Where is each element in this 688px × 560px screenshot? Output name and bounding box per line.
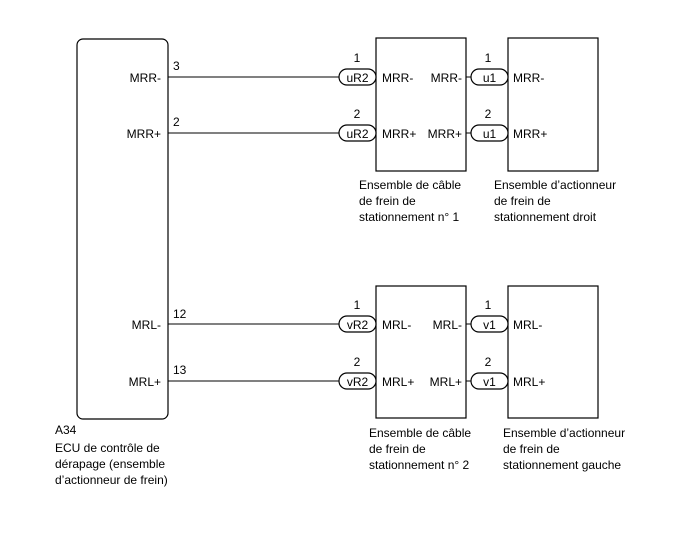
ecu-pin-number-13: 13 xyxy=(173,363,187,377)
ecu-pin-label-mrl-minus: MRL- xyxy=(132,318,161,332)
ecu-pin-label-mrr-minus: MRR- xyxy=(130,71,161,85)
ecu-box xyxy=(76,38,169,420)
cable-right-left-label-2: MRR+ xyxy=(382,127,416,141)
connector-u1-2 xyxy=(470,124,509,142)
actuator-right-caption-line-3: stationnement droit xyxy=(494,210,597,224)
actuator-left-caption-line-3: stationnement gauche xyxy=(503,458,621,472)
actuator-right-box xyxy=(507,37,599,172)
cable-left-caption-line-2: de frein de xyxy=(369,442,426,456)
ecu-pin-number-3: 3 xyxy=(173,59,180,73)
actuator-left-caption-line-2: de frein de xyxy=(503,442,560,456)
actuator-right-caption-line-2: de frein de xyxy=(494,194,551,208)
ecu-code: A34 xyxy=(55,423,77,437)
actuator-left-box xyxy=(507,285,599,419)
actuator-right-label-2: MRR+ xyxy=(513,127,547,141)
actuator-left-pin-1: 1 xyxy=(485,298,492,312)
cable-right-right-label-2: MRR+ xyxy=(428,127,462,141)
ecu-caption-line-3: d’actionneur de frein) xyxy=(55,473,168,487)
actuator-left-caption-line-1: Ensemble d’actionneur xyxy=(503,426,625,440)
connector-vr2-2 xyxy=(338,372,377,390)
actuator-left-label-2: MRL+ xyxy=(513,375,545,389)
connector-vr2-1-label: vR2 xyxy=(347,318,369,332)
ecu-pin-label-mrr-plus: MRR+ xyxy=(127,127,161,141)
cable-right-left-label-1: MRR- xyxy=(382,71,413,85)
connector-ur2-2 xyxy=(338,124,377,142)
cable-left-caption-line-3: stationnement n° 2 xyxy=(369,458,470,472)
ecu-caption-line-1: ECU de contrôle de xyxy=(55,441,160,455)
cable-right-pin-1: 1 xyxy=(354,51,361,65)
connector-v1-1-label: v1 xyxy=(483,318,496,332)
actuator-left-label-1: MRL- xyxy=(513,318,542,332)
cable-right-caption-line-3: stationnement n° 1 xyxy=(359,210,460,224)
ecu-pin-number-2: 2 xyxy=(173,115,180,129)
cable-left-pin-2: 2 xyxy=(354,355,361,369)
cable-left-right-label-1: MRL- xyxy=(433,318,462,332)
connector-vr2-1 xyxy=(338,315,377,333)
connector-v1-2 xyxy=(470,372,509,390)
ecu-caption-line-2: dérapage (ensemble xyxy=(55,457,165,471)
connector-ur2-1 xyxy=(338,68,377,86)
connector-u1-1 xyxy=(470,68,509,86)
actuator-right-label-1: MRR- xyxy=(513,71,544,85)
cable-left-left-label-2: MRL+ xyxy=(382,375,414,389)
cable-right-pin-2: 2 xyxy=(354,107,361,121)
cable-left-caption-line-1: Ensemble de câble xyxy=(369,426,471,440)
connector-v1-2-label: v1 xyxy=(483,375,496,389)
connector-v1-1 xyxy=(470,315,509,333)
actuator-right-pin-1: 1 xyxy=(485,51,492,65)
actuator-right-caption-line-1: Ensemble d’actionneur xyxy=(494,178,616,192)
cable-right-caption-line-2: de frein de xyxy=(359,194,416,208)
cable-left-box xyxy=(375,285,467,419)
connector-ur2-1-label: uR2 xyxy=(346,71,368,85)
cable-left-pin-1: 1 xyxy=(354,298,361,312)
connector-vr2-2-label: vR2 xyxy=(347,375,369,389)
cable-right-caption-line-1: Ensemble de câble xyxy=(359,178,461,192)
connector-u1-1-label: u1 xyxy=(483,71,497,85)
connector-ur2-2-label: uR2 xyxy=(346,127,368,141)
connector-u1-2-label: u1 xyxy=(483,127,497,141)
actuator-left-pin-2: 2 xyxy=(485,355,492,369)
cable-left-right-label-2: MRL+ xyxy=(430,375,462,389)
cable-right-box xyxy=(375,37,467,172)
ecu-pin-number-12: 12 xyxy=(173,307,187,321)
cable-left-left-label-1: MRL- xyxy=(382,318,411,332)
cable-right-right-label-1: MRR- xyxy=(431,71,462,85)
ecu-pin-label-mrl-plus: MRL+ xyxy=(129,375,161,389)
actuator-right-pin-2: 2 xyxy=(485,107,492,121)
